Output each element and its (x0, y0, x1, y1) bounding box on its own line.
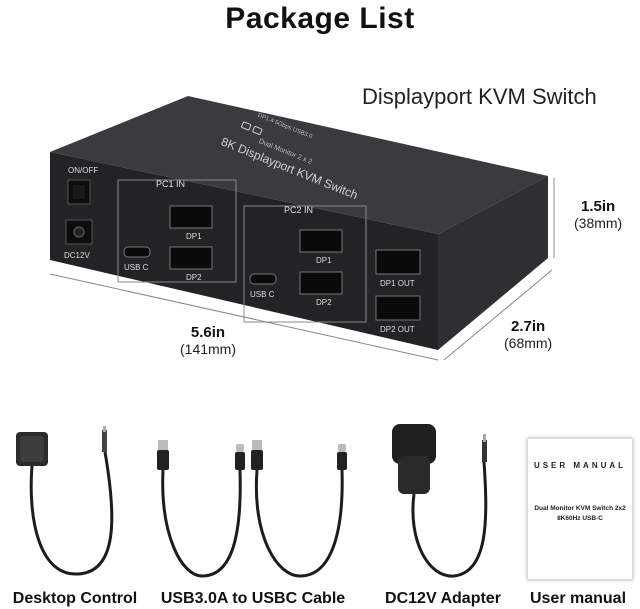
power-adapter-label: DC12V Adapter (385, 590, 501, 607)
audio-plug-tip (103, 426, 106, 432)
usb-cable-icon (157, 440, 347, 578)
usb-c-body-1 (235, 452, 245, 470)
pc2-usbc-label: USB C (250, 290, 275, 299)
pc1-dp2-port (169, 246, 213, 270)
dp2-out-port (375, 295, 421, 321)
adapter-body-top (392, 424, 436, 464)
usb-a-connector (158, 440, 168, 450)
usb-a-body-2 (251, 450, 263, 470)
pc1-dp2-label: DP2 (186, 273, 202, 282)
device-top-face (50, 96, 548, 234)
pc2-dp2-label: DP2 (316, 298, 332, 307)
led-indicator-2 (252, 126, 263, 135)
usb-cable-2 (254, 469, 344, 578)
height-inches: 1.5in (581, 198, 616, 215)
height-mm: (38mm) (574, 215, 623, 231)
manual-title: USER MANUAL (533, 461, 627, 470)
power-switch-label: ON/OFF (68, 166, 98, 175)
pc2-label: PC2 IN (284, 205, 313, 215)
adapter-body (398, 456, 430, 494)
usb-c-connector-2 (338, 444, 346, 452)
desktop-control-icon (16, 426, 114, 576)
audio-plug-body (102, 430, 107, 452)
desktop-control-label: Desktop Control (12, 590, 138, 607)
adapter-cable (411, 461, 488, 578)
pc1-dp1-label: DP1 (186, 232, 202, 241)
usb-c-connector-1 (236, 444, 244, 452)
pc2-usbc-port (249, 273, 277, 285)
dp1-out-label: DP1 OUT (380, 279, 415, 288)
power-adapter-icon (392, 424, 488, 578)
length-mm: (141mm) (180, 341, 237, 357)
manual-line-2: 8K60Hz USB-C (557, 515, 603, 522)
depth-mm: (68mm) (504, 335, 553, 351)
pc2-dp2-port (299, 271, 343, 295)
usb-c-body-2 (337, 452, 347, 470)
pc2-dp1-port (299, 229, 343, 253)
depth-dimension-line (443, 269, 553, 361)
pc2-dp1-label: DP1 (316, 256, 332, 265)
pc2-input-group (243, 205, 367, 323)
dp1-out-port (375, 249, 421, 275)
pc1-input-group (117, 179, 237, 283)
length-inches: 5.6in (190, 324, 226, 341)
depth-inches: 2.7in (511, 318, 546, 335)
usb-cable-1 (161, 469, 242, 578)
pc1-usbc-label: USB C (124, 263, 149, 272)
dp2-out-label: DP2 OUT (380, 325, 415, 334)
dc-plug-tip (483, 434, 486, 442)
power-jack-label: DC12V (64, 251, 90, 260)
dc-jack-pin (73, 226, 85, 238)
control-box-face (20, 436, 44, 462)
dc-power-jack (65, 219, 93, 245)
page-title: Package List (225, 2, 415, 35)
length-dimension-line (49, 273, 439, 361)
usb-a-body (157, 450, 169, 470)
product-name: Displayport KVM Switch (362, 84, 597, 109)
user-manual-label: User manual (529, 590, 627, 607)
manual-line-1: Dual Monitor KVM Switch 2x2 (534, 505, 626, 512)
height-dimension: 1.5in (38mm) (574, 198, 622, 231)
length-dimension: 5.6in (141mm) (180, 324, 236, 357)
usb-a-connector-2 (252, 440, 262, 450)
dc-plug-body (482, 440, 487, 462)
depth-dimension: 2.7in (68mm) (504, 318, 552, 351)
pc1-usbc-port (123, 246, 151, 258)
control-cable (29, 451, 114, 576)
pc1-dp1-port (169, 205, 213, 229)
device-side-face (438, 176, 548, 350)
pc1-label: PC1 IN (156, 179, 185, 189)
power-switch-rocker (73, 185, 85, 199)
kvm-switch-illustration: 8K Displayport KVM Switch Dual Monitor 2… (49, 96, 555, 361)
usb-cable-label: USB3.0A to USBC Cable (160, 590, 346, 607)
user-manual-icon: USER MANUAL Dual Monitor KVM Switch 2x2 … (527, 438, 633, 580)
led-indicator-1 (241, 121, 252, 131)
